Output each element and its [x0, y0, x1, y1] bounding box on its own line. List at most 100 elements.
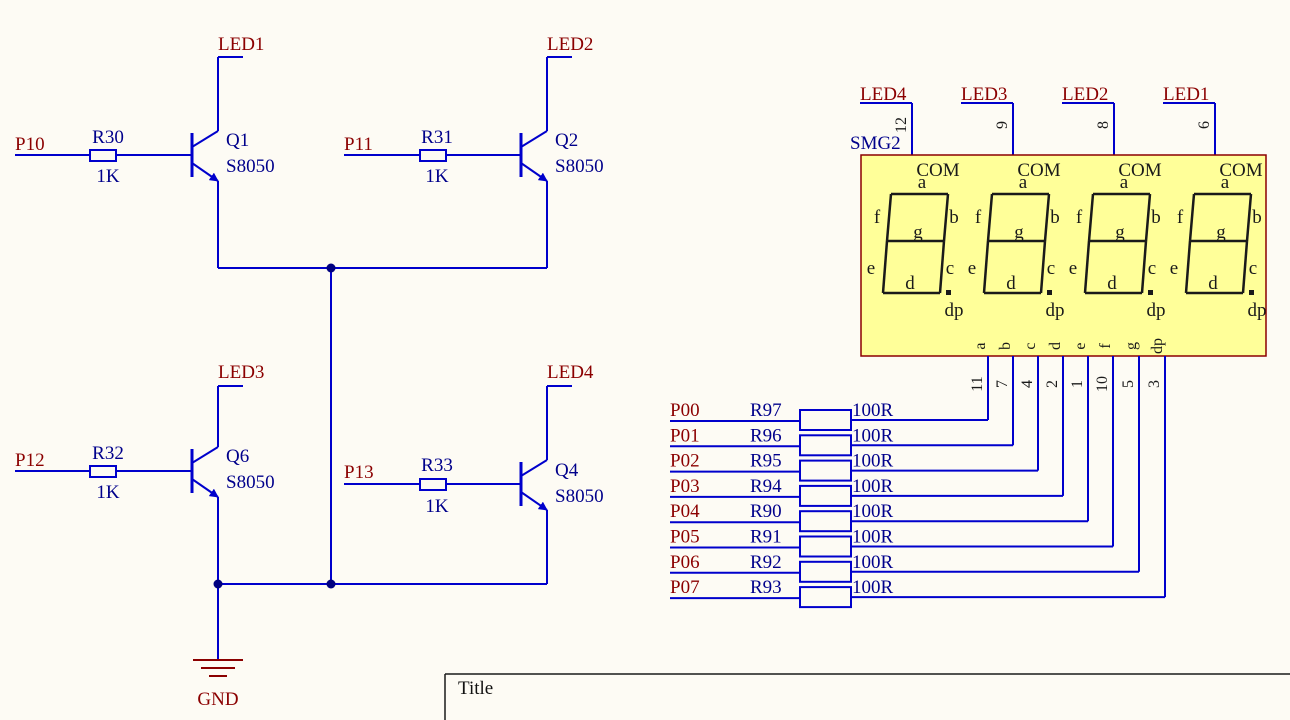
segment-c: [1241, 240, 1249, 294]
segment-resistor-value: 100R: [852, 400, 894, 421]
junction-dot: [213, 579, 223, 589]
segment-label-e: e: [1170, 258, 1178, 279]
segment-pin-number: 2: [1044, 380, 1061, 388]
digit-pin-number: 8: [1095, 121, 1112, 129]
segment-label-f: f: [874, 207, 881, 228]
segment-pin-number: 5: [1120, 380, 1137, 388]
resistor-value: 1K: [425, 166, 449, 187]
segment-f: [1188, 193, 1196, 242]
segment-label-e: e: [867, 258, 875, 279]
ground-symbol: [193, 659, 243, 677]
segment-label-d: d: [1107, 273, 1117, 294]
digit-net-label: LED1: [1163, 84, 1209, 105]
junction-dot: [326, 263, 336, 273]
segment-label-c: c: [1249, 258, 1257, 279]
segment-f: [1087, 193, 1095, 242]
ground-label: GND: [197, 689, 238, 710]
segment-pin-dp: dp3: [1146, 338, 1166, 388]
segment-resistor-p05: P05 R91 100R: [670, 356, 1114, 558]
segment-net-label: P03: [670, 476, 700, 497]
segment-resistor-symbol: [799, 510, 852, 533]
transistor-emitter: [520, 162, 548, 182]
transistor-part: S8050: [555, 486, 604, 507]
net-label: P11: [344, 134, 373, 155]
digit-pin-number: 9: [994, 121, 1011, 129]
resistor-designator: R32: [92, 443, 124, 464]
junction-dot: [326, 579, 336, 589]
segment-resistor-p02: P02 R95 100R: [670, 356, 1039, 482]
com-label: COM: [1017, 160, 1060, 181]
segment-label-a: a: [1221, 172, 1230, 193]
segment-c: [1140, 240, 1148, 294]
segment-b: [1144, 193, 1152, 242]
segment-pin-c: c4: [1019, 342, 1039, 388]
segment-label-c: c: [946, 258, 954, 279]
segment-label-d: d: [1208, 273, 1218, 294]
segment-pin-label: g: [1123, 342, 1140, 350]
segment-resistor-symbol: [799, 434, 852, 457]
resistor-value: 1K: [425, 496, 449, 517]
segment-resistor-p03: P03 R94 100R: [670, 356, 1064, 507]
segment-net-label: P01: [670, 425, 700, 446]
segment-label-dp: dp: [1248, 300, 1267, 321]
segment-e: [881, 240, 889, 294]
segment-pin-label: d: [1047, 342, 1064, 350]
segment-label-f: f: [1177, 207, 1184, 228]
resistor-designator: R30: [92, 127, 124, 148]
segment-resistor-designator: R94: [750, 476, 782, 497]
transistor-part: S8050: [226, 472, 275, 493]
resistor-symbol: [419, 149, 447, 162]
digit-pin-number: 12: [893, 117, 910, 133]
segment-net-label: P00: [670, 400, 700, 421]
segment-net-label: P05: [670, 527, 700, 548]
segment-resistor-symbol: [799, 560, 852, 583]
segment-label-d: d: [905, 273, 915, 294]
segment-pin-f: f10: [1094, 343, 1114, 392]
segment-label-d: d: [1006, 273, 1016, 294]
segment-resistor-designator: R95: [750, 451, 782, 472]
resistor-symbol: [89, 149, 117, 162]
segment-resistor-designator: R91: [750, 527, 782, 548]
segment-label-e: e: [968, 258, 976, 279]
segment-resistor-symbol: [799, 484, 852, 507]
segment-label-g: g: [1216, 222, 1226, 243]
com-label: COM: [916, 160, 959, 181]
resistor-value: 1K: [96, 166, 120, 187]
net-label: P10: [15, 134, 45, 155]
segment-e: [1184, 240, 1192, 294]
segment-resistor-designator: R97: [750, 400, 782, 421]
display-designator: SMG2: [850, 133, 901, 154]
segment-pin-a: a11: [969, 342, 989, 391]
com-label: COM: [1118, 160, 1161, 181]
seven-segment-display-body: [860, 154, 1267, 357]
segment-net-label: P02: [670, 451, 700, 472]
segment-pin-label: a: [972, 342, 989, 349]
segment-label-b: b: [1151, 207, 1161, 228]
collector-net-label: LED2: [547, 34, 593, 55]
segment-resistor-designator: R92: [750, 552, 782, 573]
collector-net-label: LED1: [218, 34, 264, 55]
segment-resistor-designator: R93: [750, 577, 782, 598]
segment-label-g: g: [1014, 222, 1024, 243]
collector-net-label: LED4: [547, 362, 594, 383]
segment-resistor-symbol: [799, 535, 852, 558]
segment-net-label: P04: [670, 501, 700, 522]
segment-resistor-value: 100R: [852, 501, 894, 522]
collector-net-label: LED3: [218, 362, 264, 383]
segment-label-c: c: [1047, 258, 1055, 279]
title-label: Title: [458, 678, 493, 699]
transistor-designator: Q6: [226, 446, 249, 467]
segment-pin-label: dp: [1149, 338, 1166, 354]
segment-label-e: e: [1069, 258, 1077, 279]
transistor-part: S8050: [555, 156, 604, 177]
segment-label-a: a: [1019, 172, 1028, 193]
segment-resistor-value: 100R: [852, 476, 894, 497]
